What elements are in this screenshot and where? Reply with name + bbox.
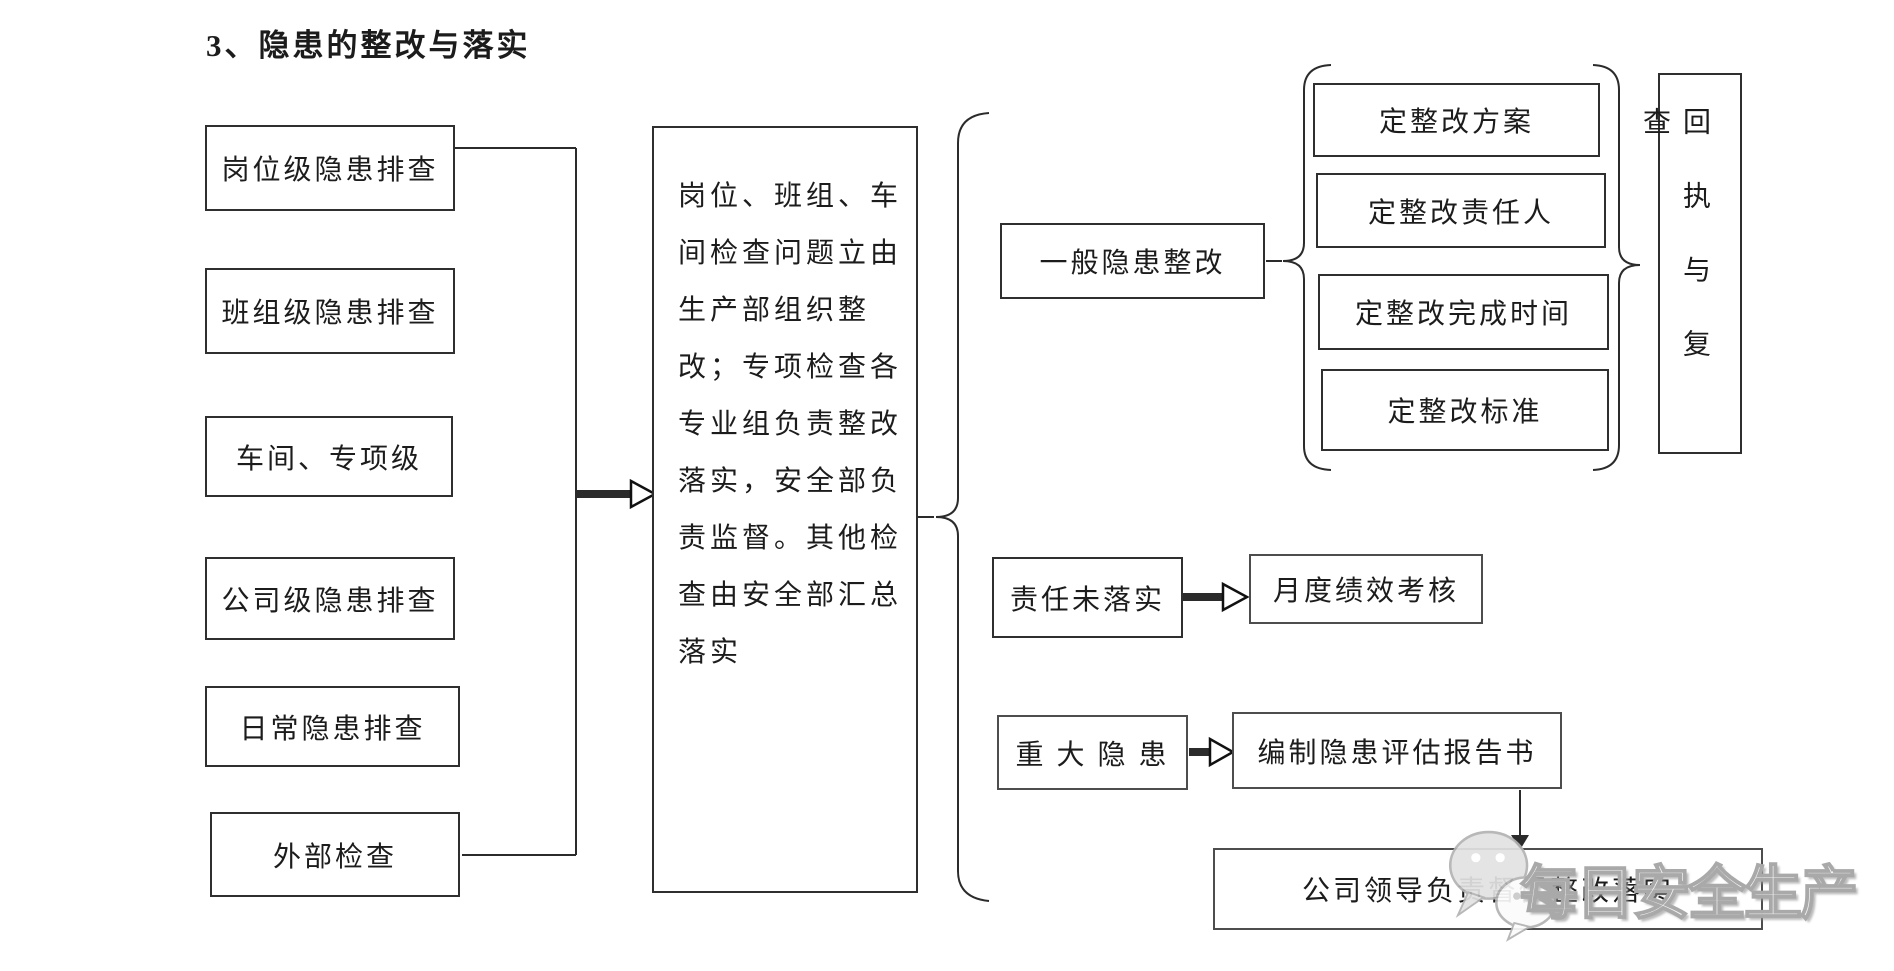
- node-step-responsible: 定整改责任人: [1316, 173, 1606, 248]
- big-brace: [935, 112, 990, 902]
- node-assessment-report: 编制隐患评估报告书: [1232, 712, 1562, 789]
- arrow-unfulfilled-head: [1221, 581, 1250, 613]
- node-company-level-check: 公司级隐患排查: [205, 557, 455, 640]
- node-step-plan: 定整改方案: [1313, 83, 1600, 157]
- page-title: 3、隐患的整改与落实: [206, 28, 531, 63]
- node-major-hazard: 重 大 隐 患: [997, 715, 1188, 790]
- arrow-major-head: [1208, 736, 1236, 768]
- node-daily-check: 日常隐患排查: [205, 686, 460, 767]
- steps-right-brace: [1592, 64, 1641, 471]
- node-unfulfilled: 责任未落实: [992, 557, 1183, 638]
- node-process-note: 岗位、班组、车 间检查问题立由 生产部组织整 改；专项检查各 专业组负责整改 落…: [652, 126, 918, 893]
- node-monthly-assessment: 月度绩效考核: [1249, 554, 1483, 624]
- steps-left-brace: [1282, 64, 1332, 471]
- node-team-level-check: 班组级隐患排查: [205, 268, 455, 354]
- node-post-level-check: 岗位级隐患排查: [205, 125, 455, 211]
- node-step-deadline: 定整改完成时间: [1318, 274, 1609, 350]
- node-receipt-recheck: 回执与复查: [1639, 73, 1742, 454]
- node-general-hazard-rectify: 一般隐患整改: [1000, 223, 1265, 299]
- process-note-text: 岗位、班组、车 间检查问题立由 生产部组织整 改；专项检查各 专业组负责整改 落…: [678, 181, 903, 668]
- node-leader-supervise: 公司领导负责督促整改落实: [1213, 848, 1763, 930]
- node-workshop-special-level: 车间、专项级: [205, 416, 453, 497]
- node-external-check: 外部检查: [210, 812, 460, 897]
- arrow-left-head: [629, 478, 658, 510]
- node-step-standard: 定整改标准: [1321, 369, 1609, 451]
